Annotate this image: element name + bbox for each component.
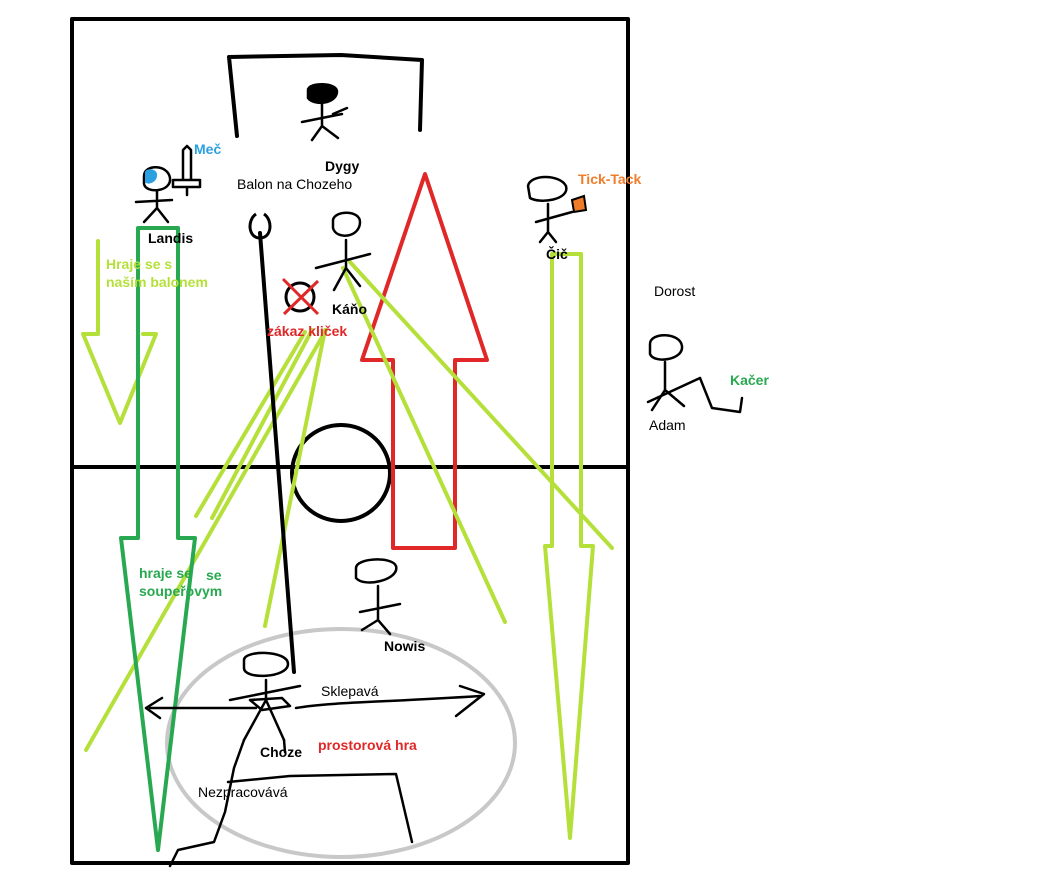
label-dorost: Dorost [654,283,696,299]
center-circle [290,423,392,523]
player-dygy [300,83,349,142]
label-opp-ball-se: se [206,567,222,583]
label-our-ball-1: Hraje se s [106,256,173,272]
label-nezpracovava: Nezpracovává [198,784,288,800]
label-our-ball-2: naším balonem [106,274,208,290]
player-novis [354,558,402,636]
no-dribble-symbol [281,277,320,316]
sword-icon [171,144,202,197]
ball-marker [248,212,272,240]
pass-line-3 [210,328,314,520]
movement-arrows [144,684,486,844]
label-balon: Balon na Chozeho [237,176,353,192]
label-opp-ball-2: soupeřovym [139,583,223,599]
pass-line-5 [341,266,507,624]
pass-line-4 [263,328,327,628]
label-opp-ball-1: hraje se [139,565,192,581]
label-kacer: Kačer [730,372,769,388]
long-pass-line [258,231,296,674]
our-ball-arrow [81,239,158,425]
label-zakaz: zákaz kliček [267,323,348,339]
player-landis [134,166,174,224]
pass-line-6 [348,260,614,550]
label-adam: Adam [649,417,686,433]
label-kano: Káňo [332,301,367,317]
label-choze: Choze [260,744,302,760]
label-cic: Čič [546,246,568,262]
pitch-border [70,17,630,865]
label-sklepava: Sklepavá [321,683,379,699]
player-adam [646,334,744,414]
pass-line-2 [194,330,307,518]
player-cic [526,175,574,244]
lime-lines [81,239,614,840]
tick-tack-icon [570,194,588,214]
label-mec: Meč [194,141,222,157]
opponent-ball-arrow [119,226,197,852]
space-play-zone [165,627,517,859]
right-down-arrow [543,252,595,840]
label-tick-tack: Tick-Tack [578,171,642,187]
label-novis: Nowis [384,638,426,654]
player-kano [314,211,372,292]
label-landis: Landis [148,230,194,246]
pass-line-1 [84,328,328,752]
goal-area [227,53,424,138]
label-dygy: Dygy [325,158,360,174]
attack-arrow [360,172,489,550]
player-choze [168,651,302,868]
label-prostorova: prostorová hra [318,737,417,753]
